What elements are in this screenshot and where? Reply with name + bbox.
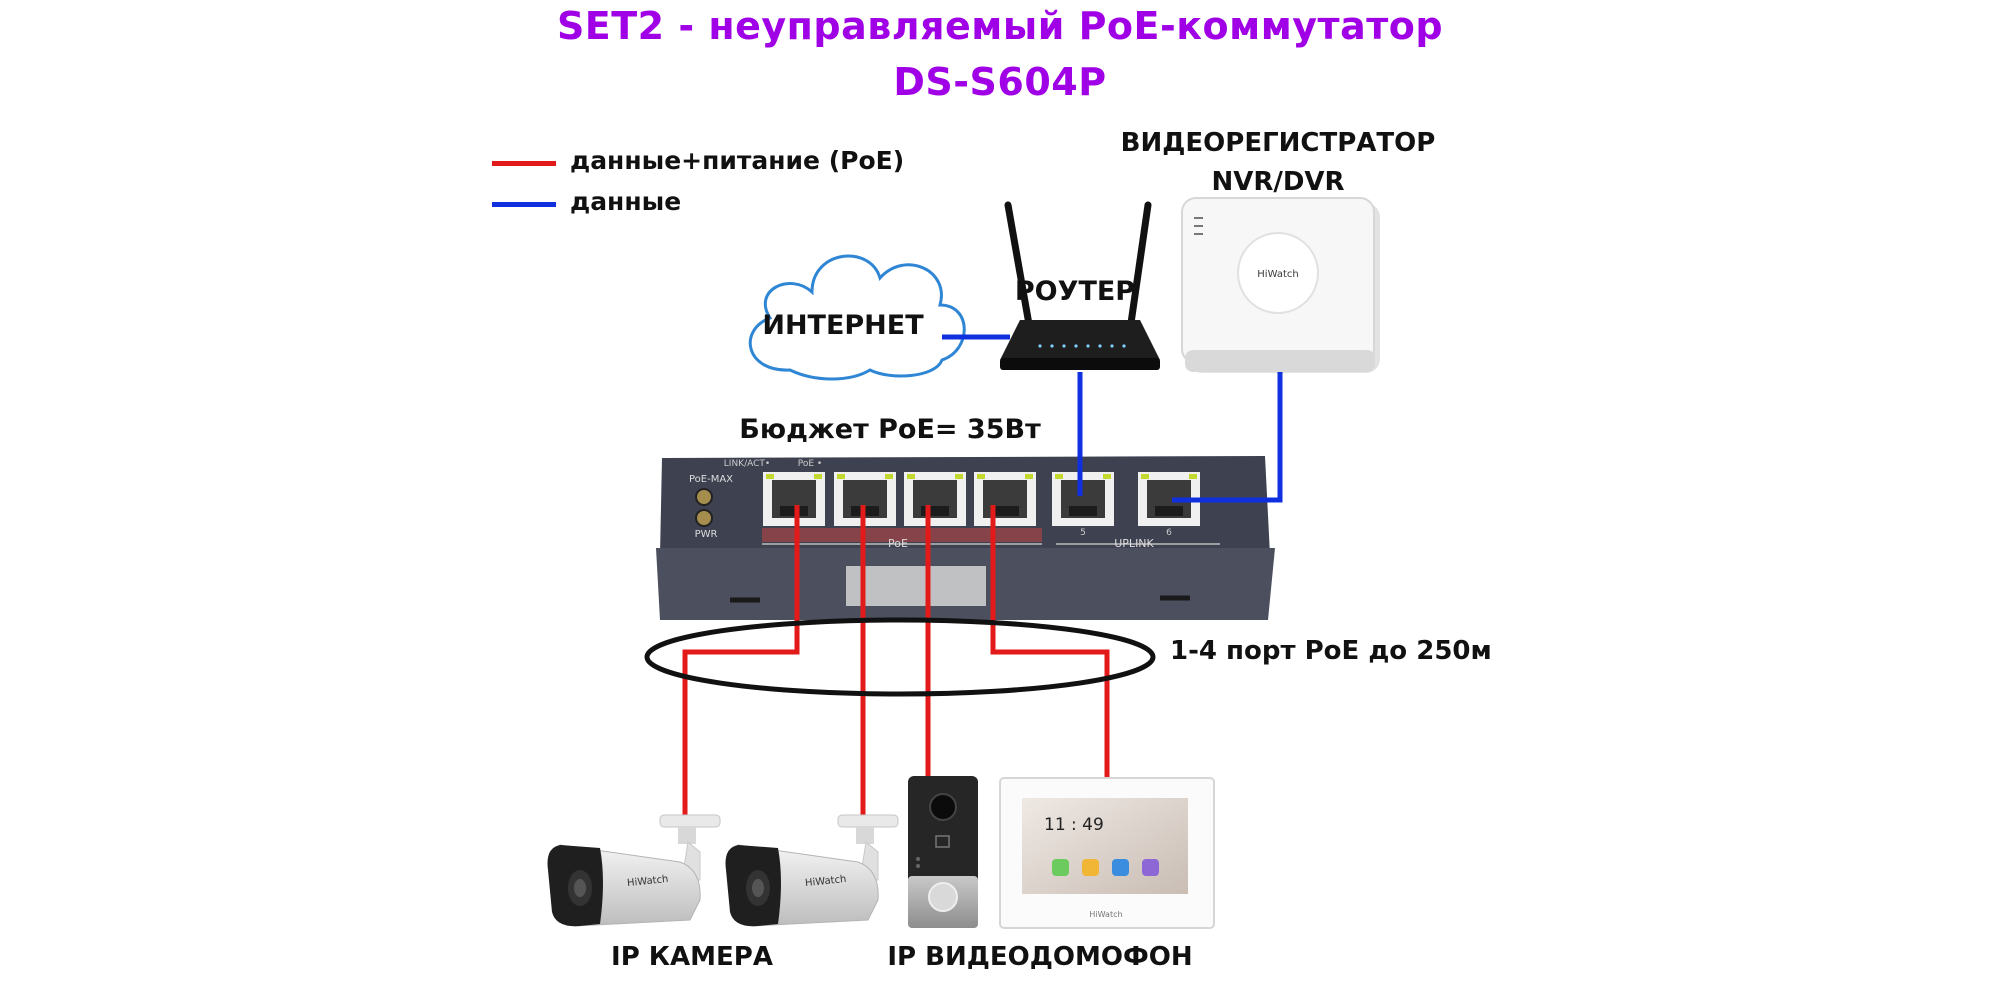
poe-ports-ellipse — [644, 617, 1156, 697]
router-icon — [1000, 201, 1160, 370]
poe-group-label: PoE — [888, 537, 908, 550]
switch-port-3 — [904, 472, 966, 526]
intercom-panel-icon — [908, 776, 978, 928]
switch-port-1 — [763, 472, 825, 526]
camera1-brand: HiWatch — [627, 874, 669, 889]
diagram-subtitle: DS-S604P — [893, 60, 1107, 104]
pwr-label: PWR — [695, 529, 718, 540]
link-act-label: LINK/ACT• — [724, 459, 770, 469]
poe-line-port4 — [990, 505, 1110, 790]
diagram-title: SET2 - неуправляемый PoE-коммутатор — [556, 4, 1444, 48]
router-label: РОУТЕР — [1014, 276, 1136, 307]
poe-budget-label: Бюджет PoE= 35Вт — [739, 414, 1041, 445]
nvr-label-line2: NVR/DVR — [1211, 167, 1345, 197]
poe-switch: PoE-MAX PWR LINK/ACT• PoE • PoE UPLINK — [656, 456, 1275, 620]
legend-data-label: данные — [570, 187, 682, 216]
poe-line-port1 — [682, 505, 800, 823]
poe-max-label: PoE-MAX — [689, 474, 733, 485]
port5-label: 5 — [1080, 528, 1086, 538]
nvr-switch-line — [1172, 372, 1283, 503]
nvr-label-line1: ВИДЕОРЕГИСТРАТОР — [1120, 128, 1436, 158]
camera2-brand: HiWatch — [805, 874, 847, 889]
monitor-brand: HiWatch — [1089, 910, 1122, 919]
nvr-icon: HiWatch — [1181, 197, 1380, 373]
switch-port-5: 5 — [1052, 472, 1114, 538]
poe-ports-note: 1-4 порт PoE до 250м — [1170, 636, 1492, 666]
nvr-brand: HiWatch — [1257, 269, 1298, 280]
internet-label: ИНТЕРНЕТ — [762, 310, 924, 341]
legend-data-swatch — [492, 202, 556, 207]
intercom-monitor-icon: 11 : 49 HiWatch — [999, 777, 1215, 929]
legend-poe-swatch — [492, 161, 556, 166]
port6-label: 6 — [1166, 528, 1172, 538]
poe-dot-label: PoE • — [798, 459, 822, 469]
legend-poe-label: данные+питание (PoE) — [570, 146, 905, 175]
poe-lines — [682, 505, 1110, 823]
monitor-clock: 11 : 49 — [1044, 815, 1104, 835]
internet-cloud-icon — [748, 254, 966, 381]
ip-camera-1-icon: HiWatch — [547, 814, 721, 927]
uplink-group-label: UPLINK — [1114, 537, 1154, 550]
ip-camera-label: IP КАМЕРА — [611, 942, 773, 972]
ip-camera-2-icon: HiWatch — [725, 814, 899, 927]
ip-intercom-label: IP ВИДЕОДОМОФОН — [887, 942, 1193, 972]
switch-port-4 — [974, 472, 1036, 526]
